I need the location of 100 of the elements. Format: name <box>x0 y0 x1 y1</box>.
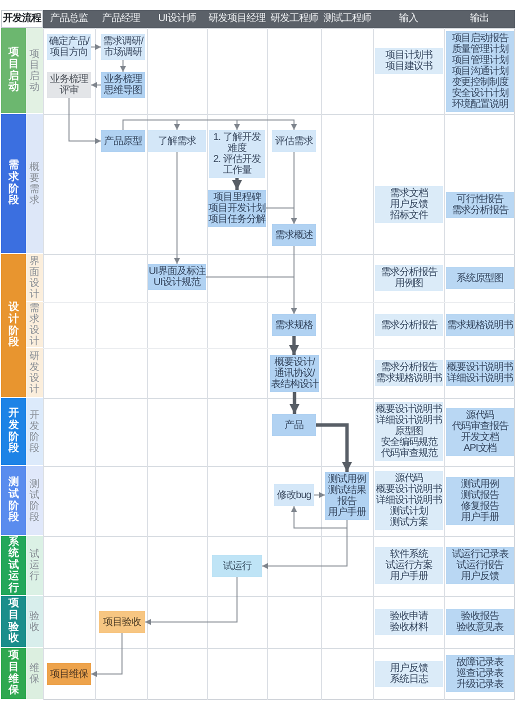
document-name: 用户反馈 <box>461 571 499 582</box>
document-name: 验收申请 <box>390 611 428 622</box>
arrow <box>291 506 348 528</box>
phase-title: 测试阶段 <box>8 477 19 524</box>
process-box <box>209 130 265 178</box>
step-label: 项目开发计划 <box>208 203 266 214</box>
phase-band <box>1 648 26 700</box>
document-name: 需求分析报告 <box>380 267 438 278</box>
arrow <box>144 576 238 625</box>
document-name: 测试报告 <box>461 490 499 501</box>
arrow <box>290 392 300 414</box>
document-name: 概要设计说明书 <box>376 484 442 495</box>
input-document-box <box>375 48 443 74</box>
output-document-box <box>446 477 514 525</box>
document-name: 概要设计说明书 <box>376 404 442 415</box>
phase-band <box>1 466 26 536</box>
document-name: 项目启动报告 <box>452 33 508 44</box>
output-document-box <box>446 408 514 456</box>
document-name: 可行性报告 <box>456 194 504 205</box>
arrow <box>120 60 126 72</box>
document-name: 需求分析报告 <box>452 205 508 216</box>
subphase-title: 测试阶段 <box>30 478 40 522</box>
document-name: 试运行记录表 <box>452 549 508 560</box>
input-document-box <box>375 360 443 386</box>
document-name: 验收材料 <box>390 622 428 633</box>
column-header: 测试工程师 <box>322 12 372 26</box>
column-header: 产品经理 <box>101 12 142 26</box>
arrow <box>122 120 297 130</box>
step-label: 项目任务分解 <box>208 214 266 225</box>
subphase-title: 界面设计 <box>30 256 40 300</box>
arrow <box>90 82 102 88</box>
document-name: 验收意见表 <box>456 622 504 633</box>
subphase-band <box>26 536 43 596</box>
document-name: 代码审查规范 <box>380 448 438 459</box>
step-label: UI界面及标注 <box>148 266 206 277</box>
input-document-box <box>375 402 443 461</box>
process-box <box>101 130 145 152</box>
output-document-box <box>446 655 514 692</box>
input-document-box <box>375 609 443 635</box>
document-name: 开发文档 <box>461 432 499 443</box>
input-document-box <box>375 265 443 291</box>
document-name: 招标文件 <box>390 210 428 221</box>
subphase-title: 开发阶段 <box>30 410 40 454</box>
process-box <box>272 414 316 436</box>
document-name: 源代码 <box>394 473 424 484</box>
step-label: 项目里程碑 <box>213 192 261 203</box>
subphase-title: 需求设计 <box>30 302 40 346</box>
step-label: 项目验收 <box>103 616 141 628</box>
input-document-box <box>375 186 443 223</box>
step-label: 测试结果报告 <box>327 485 367 507</box>
document-name: 代码审查报告 <box>452 421 508 432</box>
input-document-box <box>375 471 443 530</box>
arrow <box>291 152 297 224</box>
step-label: 需求概述 <box>275 230 313 240</box>
subphase-band <box>26 28 43 114</box>
step-label: 用户手册 <box>328 507 366 518</box>
output-document-box <box>446 314 514 336</box>
step-label: 业务梳理评审 <box>49 74 90 96</box>
output-document-box <box>446 31 514 112</box>
document-name: API文档 <box>463 443 497 454</box>
document-name: 测试用例 <box>461 479 499 490</box>
document-name: 项目沟通计划 <box>452 66 508 77</box>
phase-band <box>1 28 26 114</box>
step-label: 修改bug <box>276 490 312 500</box>
document-name: 用户反馈 <box>390 199 428 210</box>
column-header: 输出 <box>469 12 490 26</box>
step-label: 业务梳理思维导图 <box>103 74 144 96</box>
document-name: 需求文档 <box>390 188 428 199</box>
input-document-box <box>375 314 443 336</box>
subphase-title: 维保 <box>30 662 40 684</box>
document-name: 用户手册 <box>390 571 428 582</box>
subphase-band <box>26 302 43 348</box>
phase-title: 项目启动 <box>8 47 19 94</box>
step-label: 测试用例 <box>328 474 366 485</box>
step-label: 了解需求 <box>158 136 196 146</box>
process-box <box>99 611 145 633</box>
document-name: 详细设计说明书 <box>447 373 513 384</box>
document-name: 测试方案 <box>390 517 428 528</box>
output-document-box <box>446 267 514 289</box>
document-name: 项目管理计划 <box>452 55 508 66</box>
step-label: UI设计规范 <box>154 277 200 288</box>
column-header: 研发工程师 <box>269 12 320 26</box>
document-name: 测试计划 <box>390 506 428 517</box>
document-name: 概要设计说明书 <box>447 362 513 373</box>
output-document-box <box>446 609 514 635</box>
document-name: 原型图 <box>394 426 424 437</box>
document-name: 环境配置说明 <box>452 99 508 110</box>
step-label: 需求调研/市场调研 <box>102 36 144 58</box>
document-name: 试运行报告 <box>456 560 504 571</box>
subphase-band <box>26 398 43 466</box>
document-name: 系统日志 <box>390 674 428 685</box>
subphase-title: 验收 <box>30 610 40 632</box>
process-box <box>212 555 262 577</box>
document-name: 用户反馈 <box>390 663 428 674</box>
document-name: 变更控制制度 <box>452 77 508 88</box>
document-name: 需求分析报告 <box>380 320 438 330</box>
subphase-band <box>26 348 43 398</box>
document-name: 项目建议书 <box>385 61 432 72</box>
subphase-band <box>26 254 43 302</box>
subphase-band <box>26 114 43 254</box>
